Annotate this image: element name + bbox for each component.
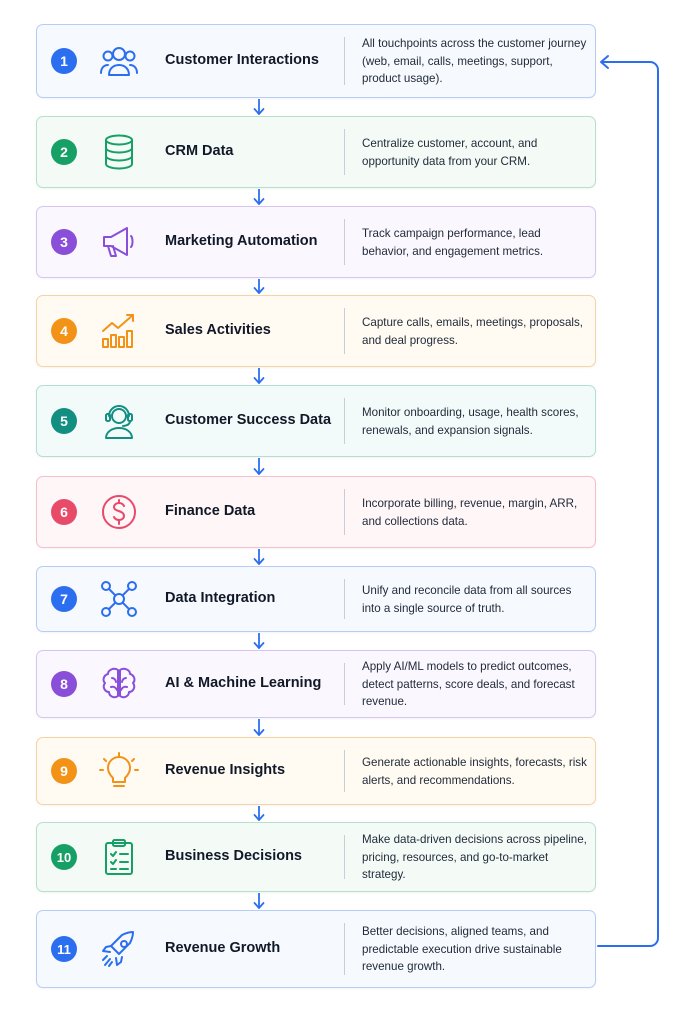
- step-description: Capture calls, emails, meetings, proposa…: [362, 316, 584, 347]
- flow-arrow: [251, 98, 267, 115]
- step-card-11: 11 Revenue Growth Better decisions, align…: [36, 910, 596, 988]
- card-divider: [344, 489, 345, 535]
- step-card-1: 1 Customer Interactions All touchpoints a…: [36, 24, 596, 98]
- step-card-3: 3 Marketing Automation Track campaign per…: [36, 206, 596, 278]
- step-title: AI & Machine Learning: [165, 675, 322, 691]
- step-card-7: 7 Data Integration Unify and reconcile da…: [36, 566, 596, 632]
- step-card-2: 2 CRM Data Centralize customer, account, …: [36, 116, 596, 188]
- step-card-6: 6 Finance Data Incorporate billing, reven…: [36, 476, 596, 548]
- dollar-circle-icon: [99, 492, 139, 532]
- step-number-badge: 11: [51, 936, 77, 962]
- step-number-badge: 2: [51, 139, 77, 165]
- step-card-4: 4 Sales Activities Capture calls, emails,…: [36, 295, 596, 367]
- flow-arrow: [251, 278, 267, 294]
- card-divider: [344, 308, 345, 354]
- step-title: Finance Data: [165, 503, 256, 519]
- headset-agent-icon: [99, 401, 139, 441]
- card-divider: [344, 750, 345, 792]
- step-description: Unify and reconcile data from all source…: [362, 584, 572, 615]
- step-number-badge: 8: [51, 671, 77, 697]
- flow-arrow: [251, 188, 267, 205]
- step-title: Data Integration: [165, 590, 276, 606]
- step-number-badge: 5: [51, 408, 77, 434]
- step-title: CRM Data: [165, 143, 234, 159]
- step-description: Incorporate billing, revenue, margin, AR…: [362, 497, 578, 528]
- step-number-badge: 7: [51, 586, 77, 612]
- step-title: Business Decisions: [165, 848, 302, 864]
- card-divider: [344, 579, 345, 619]
- step-number-badge: 9: [51, 758, 77, 784]
- flow-arrow: [251, 805, 267, 821]
- step-title: Customer Interactions: [165, 52, 319, 68]
- card-divider: [344, 398, 345, 444]
- flow-arrow: [251, 632, 267, 649]
- loop-back-arrow: [596, 50, 666, 960]
- card-divider: [344, 663, 345, 705]
- rocket-icon: [99, 929, 139, 969]
- step-number-badge: 4: [51, 318, 77, 344]
- brain-icon: [99, 664, 139, 704]
- flow-arrow: [251, 892, 267, 909]
- flow-arrow: [251, 718, 267, 736]
- clipboard-checklist-icon: [99, 837, 139, 877]
- step-number-badge: 1: [51, 48, 77, 74]
- flow-arrow: [251, 367, 267, 384]
- flow-arrow: [251, 457, 267, 475]
- step-description: Generate actionable insights, forecasts,…: [362, 756, 587, 787]
- card-divider: [344, 835, 345, 879]
- step-number-badge: 6: [51, 499, 77, 525]
- card-divider: [344, 129, 345, 175]
- step-description: All touchpoints across the customer jour…: [362, 37, 587, 85]
- flow-arrow: [251, 548, 267, 565]
- step-description: Make data-driven decisions across pipeli…: [362, 833, 587, 881]
- people-icon: [99, 41, 139, 81]
- card-divider: [344, 37, 345, 85]
- step-title: Revenue Insights: [165, 762, 286, 778]
- database-icon: [99, 132, 139, 172]
- step-card-5: 5 Customer Success Data Monitor onboardin…: [36, 385, 596, 457]
- step-card-8: 8 AI & Machine Learning Apply AI/ML model…: [36, 650, 596, 718]
- card-divider: [344, 219, 345, 265]
- bar-chart-trend-icon: [99, 311, 139, 351]
- step-description: Better decisions, aligned teams, and pre…: [362, 925, 562, 973]
- step-card-10: 10 Business Decisions Make data-driven de…: [36, 822, 596, 892]
- megaphone-icon: [99, 222, 139, 262]
- step-description: Centralize customer, account, and opport…: [362, 137, 538, 168]
- step-number-badge: 3: [51, 229, 77, 255]
- step-number-badge: 10: [51, 844, 77, 870]
- step-description: Track campaign performance, lead behavio…: [362, 227, 544, 258]
- step-title: Revenue Growth: [165, 940, 281, 956]
- lightbulb-icon: [99, 751, 139, 791]
- network-nodes-icon: [99, 579, 139, 619]
- step-description: Monitor onboarding, usage, health scores…: [362, 406, 579, 437]
- step-title: Sales Activities: [165, 322, 271, 338]
- step-title: Marketing Automation: [165, 233, 318, 249]
- step-title: Customer Success Data: [165, 412, 332, 428]
- card-divider: [344, 923, 345, 975]
- step-description: Apply AI/ML models to predict outcomes, …: [362, 660, 575, 708]
- step-card-9: 9 Revenue Insights Generate actionable in…: [36, 737, 596, 805]
